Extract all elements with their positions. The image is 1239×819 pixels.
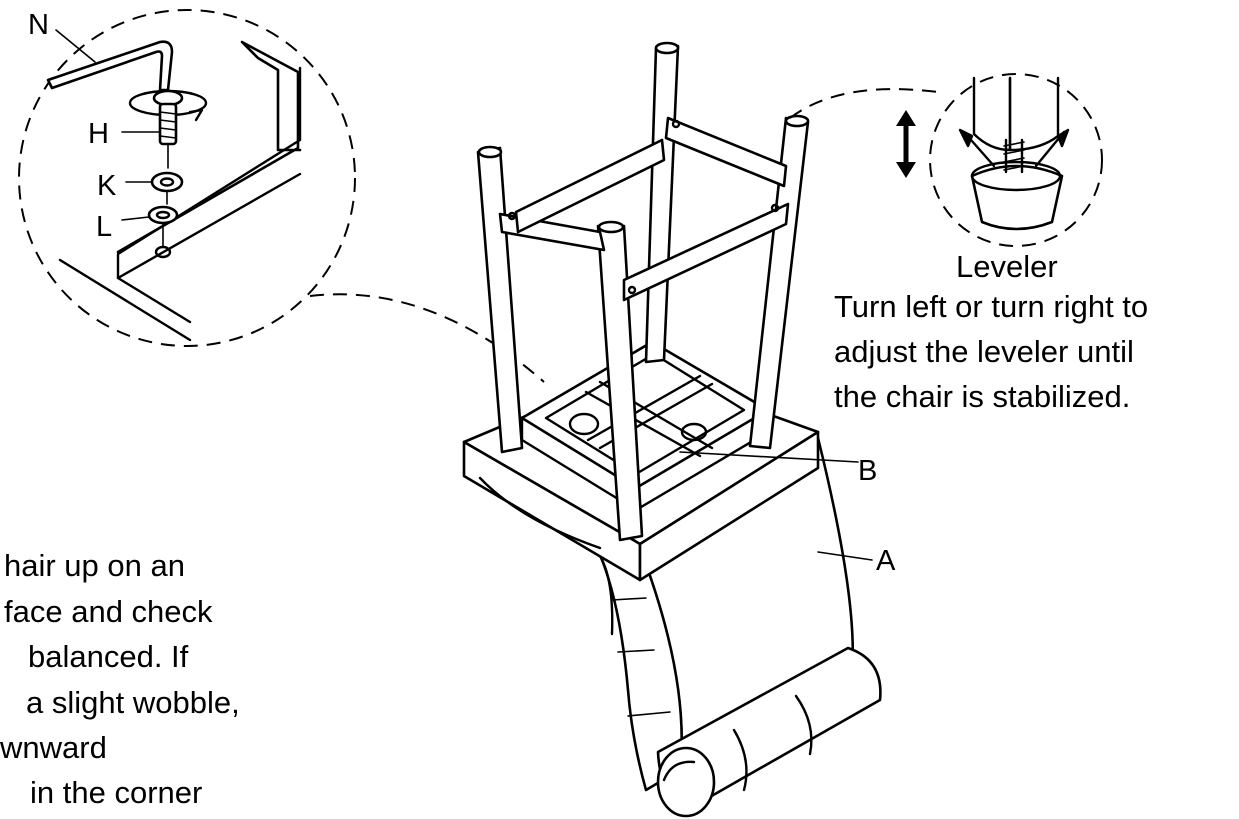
hardware-detail-view: N H K L: [18, 9, 356, 347]
leg-back-middle: [644, 44, 680, 364]
note-line-4: a slight wobble,: [26, 685, 240, 720]
leveler-detail-view: [929, 73, 1103, 247]
up-down-arrow-icon: [896, 110, 916, 178]
note-line-2: face and check: [4, 594, 213, 629]
label-K: K: [97, 170, 117, 202]
label-L: L: [96, 211, 112, 243]
leveler-instruction-line-3: the chair is stabilized.: [834, 379, 1130, 414]
leveler-instruction-line-1: Turn left or turn right to: [834, 289, 1148, 324]
hex-key-N: [46, 40, 174, 92]
leveler-title: Leveler: [956, 249, 1058, 284]
chair-upside-down: [462, 41, 882, 818]
note-line-6: in the corner: [30, 775, 202, 810]
note-line-5: wnward: [0, 730, 107, 765]
leveler-instruction-line-2: adjust the leveler until: [834, 334, 1134, 369]
lock-washer-L: [147, 205, 179, 225]
label-H: H: [88, 118, 109, 150]
label-N: N: [28, 9, 49, 41]
label-B: B: [858, 455, 877, 487]
label-A: A: [876, 545, 896, 577]
note-line-3: balanced. If: [28, 639, 189, 674]
leg-back-left: [476, 146, 524, 454]
note-line-1: hair up on an: [4, 548, 185, 583]
washer-K: [150, 171, 184, 193]
